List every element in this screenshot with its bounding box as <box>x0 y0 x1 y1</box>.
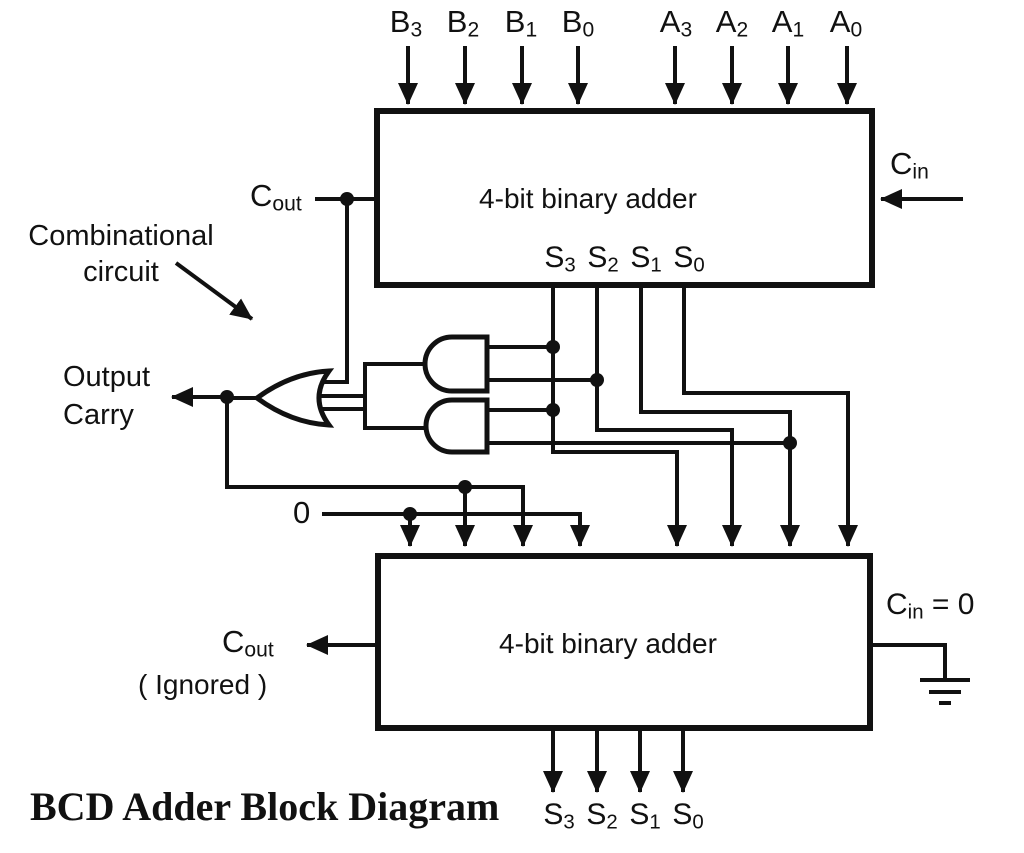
bottom-sum-s3: S3 <box>543 798 575 834</box>
label-a0: A0 <box>829 4 863 42</box>
bottom-sum-s1: S1 <box>629 798 661 834</box>
label-a1: A1 <box>771 4 805 42</box>
bracket-wire <box>363 362 428 430</box>
label-b2: B2 <box>446 4 480 42</box>
top-input-arrows <box>398 46 857 105</box>
and-gate-bottom <box>423 397 490 455</box>
carry-feedback-wire <box>225 397 533 547</box>
zero-wire <box>322 512 590 547</box>
bottom-output-arrows <box>543 728 693 793</box>
label-b0: B0 <box>561 4 595 42</box>
annotation-arrow <box>174 261 254 321</box>
s3-route-wire <box>551 285 687 547</box>
s2-route-wire <box>595 285 742 547</box>
label-a3: A3 <box>659 4 693 42</box>
label-b3: B3 <box>389 4 423 42</box>
top-sum-s3: S3 <box>544 241 576 277</box>
correction-wires <box>225 397 590 547</box>
cout-to-or-wire <box>317 199 349 384</box>
combinational-circuit-label: Combinational circuit <box>28 220 214 288</box>
and-input-wires <box>484 345 790 445</box>
top-sum-s1: S1 <box>630 241 662 277</box>
cin-bottom-wire <box>870 643 970 705</box>
bottom-sum-s0: S0 <box>672 798 704 834</box>
bottom-adder-label: 4-bit binary adder <box>499 628 717 659</box>
s1-route-wire <box>639 285 800 547</box>
top-sum-s0: S0 <box>673 241 705 277</box>
label-cout-top: Cout <box>250 178 302 216</box>
label-b1: B1 <box>504 4 538 42</box>
and-to-or-bracket <box>317 362 428 430</box>
output-carry-label: Output Carry <box>63 361 151 431</box>
or-gate <box>252 368 335 428</box>
top-sum-s2: S2 <box>587 241 619 277</box>
top-adder-label: 4-bit binary adder <box>479 183 697 214</box>
label-cin-top: Cin <box>890 146 929 184</box>
bottom-sum-s2: S2 <box>586 798 618 834</box>
diagram-title: BCD Adder Block Diagram <box>30 784 500 829</box>
label-ignored: ( Ignored ) <box>138 669 268 700</box>
ground-icon <box>920 678 970 705</box>
sum-routing-wires <box>551 285 858 547</box>
cin-ground-wire <box>870 643 947 680</box>
cout-top-wire <box>315 197 377 384</box>
s0-route-wire <box>682 285 858 547</box>
and-gate-top <box>422 334 490 394</box>
junction-dots <box>220 192 797 521</box>
label-cout-bottom: Cout <box>222 624 274 662</box>
label-cin-bottom: Cin = 0 <box>886 588 975 624</box>
zero-label: 0 <box>293 495 311 530</box>
bottom-adder-box <box>375 553 873 731</box>
label-a2: A2 <box>715 4 749 42</box>
